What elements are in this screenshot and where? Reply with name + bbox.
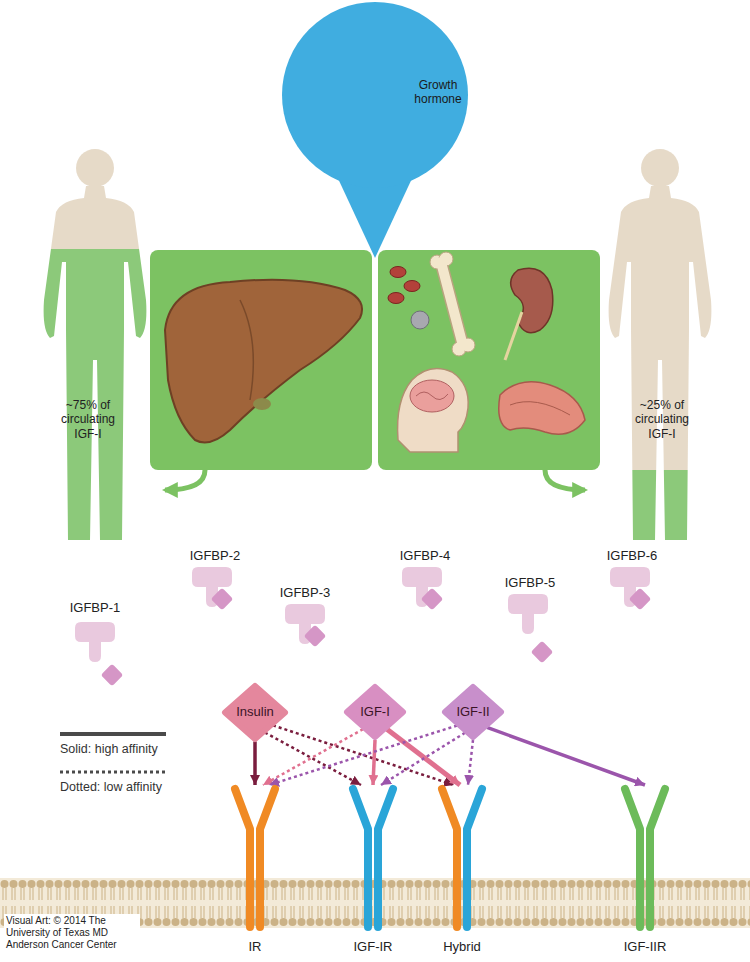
label-holder: IGFBP-1: [70, 600, 121, 616]
low-affinity-arrow: [263, 729, 363, 785]
receptor: IR: [225, 785, 285, 955]
binding-protein-label: IGFBP-3: [280, 585, 331, 601]
node-label: IR: [249, 939, 262, 955]
bound-igf: [629, 588, 652, 611]
ligand-diamond-fill: [347, 687, 403, 737]
pancreas: [499, 382, 585, 435]
receptor-chain: [442, 789, 457, 927]
high-affinity-arrow: [387, 729, 460, 785]
receptor-chain: [353, 789, 368, 927]
high-affinity-arrow: [373, 740, 375, 785]
solid-line-sample: [60, 732, 166, 736]
label-holder: ~75% of circulating IGF-I: [54, 398, 122, 441]
node-label: Growth hormone: [407, 78, 469, 107]
binding-protein-label: IGFBP-5: [505, 575, 556, 591]
legend-text: Solid: high affinity: [60, 742, 166, 757]
legend-text: Dotted: low affinity: [60, 780, 166, 795]
brain-head: [398, 368, 469, 452]
receptor-outline: [343, 785, 403, 955]
ligand-diamond-fill: [445, 687, 501, 737]
node-label: IGF-IIR: [624, 939, 667, 955]
ligand-diamond: IGF-I: [344, 684, 406, 740]
binding-protein-label: IGFBP-6: [607, 548, 658, 564]
legend-entry: Solid: high affinity: [60, 730, 166, 757]
receptor-chain: [260, 789, 275, 927]
legend-sample: [60, 768, 166, 776]
legend-entry: Dotted: low affinity: [60, 768, 166, 795]
output-arrow: [165, 470, 205, 490]
label-holder: IGFBP-4: [400, 548, 451, 564]
bound-igf: [211, 588, 234, 611]
low-affinity-arrow: [381, 733, 465, 785]
low-affinity-arrow: [468, 740, 473, 785]
tissue-panel: [378, 250, 600, 470]
receptor-chain: [378, 789, 393, 927]
receptor: IGF-IR: [343, 785, 403, 955]
receptor-outline: [432, 785, 492, 955]
liver-panel: [150, 250, 372, 470]
binding-protein-label: IGFBP-4: [400, 548, 451, 564]
credit-note: Visual Art: © 2014 The University of Tex…: [4, 914, 140, 952]
label-holder: ~25% of circulating IGF-I: [628, 398, 696, 441]
node-label: Insulin: [236, 704, 274, 720]
node-label: IGF-IR: [354, 939, 393, 955]
percentage-note: ~25% of circulating IGF-I: [628, 398, 696, 441]
liver-illustration: [165, 280, 362, 443]
bound-igf: [304, 625, 327, 648]
free-igf: [101, 664, 124, 687]
node-label: Hybrid: [443, 939, 481, 955]
ligand-diamond-fill: [225, 686, 285, 739]
legend-sample: [60, 730, 166, 738]
binding-protein: [75, 622, 115, 662]
blood-cells: [388, 267, 429, 330]
dotted-line-sample: [60, 771, 166, 774]
node-label: IGF-I: [360, 704, 390, 720]
binding-protein: [508, 594, 548, 634]
binding-protein-label: IGFBP-1: [70, 600, 121, 616]
human-figure-left: [44, 149, 147, 540]
bone: [430, 252, 475, 356]
label-holder: IGFBP-3: [280, 585, 331, 601]
high-affinity-arrow: [253, 742, 257, 786]
receptor: IGF-IIR: [615, 785, 675, 955]
ligand-diamond: IGF-II: [442, 684, 504, 740]
hormone-circle: Growth hormone: [282, 2, 468, 188]
label-holder: IGFBP-5: [505, 575, 556, 591]
receptor-outline: [615, 785, 675, 955]
receptor-outline: [225, 785, 285, 955]
receptor: Hybrid: [432, 785, 492, 955]
label-holder: IGFBP-2: [190, 548, 241, 564]
bound-igf: [421, 588, 444, 611]
node-label: IGF-II: [456, 704, 489, 720]
high-affinity-arrow: [487, 727, 645, 785]
percentage-note: ~75% of circulating IGF-I: [54, 398, 122, 441]
receptor-chain: [650, 789, 665, 927]
label-holder: Visual Art: © 2014 The University of Tex…: [4, 914, 140, 952]
label-holder: IGFBP-6: [607, 548, 658, 564]
receptor-chain: [467, 789, 482, 927]
human-figure-right: [609, 149, 712, 540]
ligand-diamond: Insulin: [222, 683, 288, 742]
receptor-chain: [625, 789, 640, 927]
receptor-chain: [235, 789, 250, 927]
kidney: [505, 268, 553, 360]
binding-protein-label: IGFBP-2: [190, 548, 241, 564]
output-arrow: [545, 470, 585, 490]
free-igf: [531, 641, 554, 664]
hormone-circle-fill: [282, 2, 468, 188]
